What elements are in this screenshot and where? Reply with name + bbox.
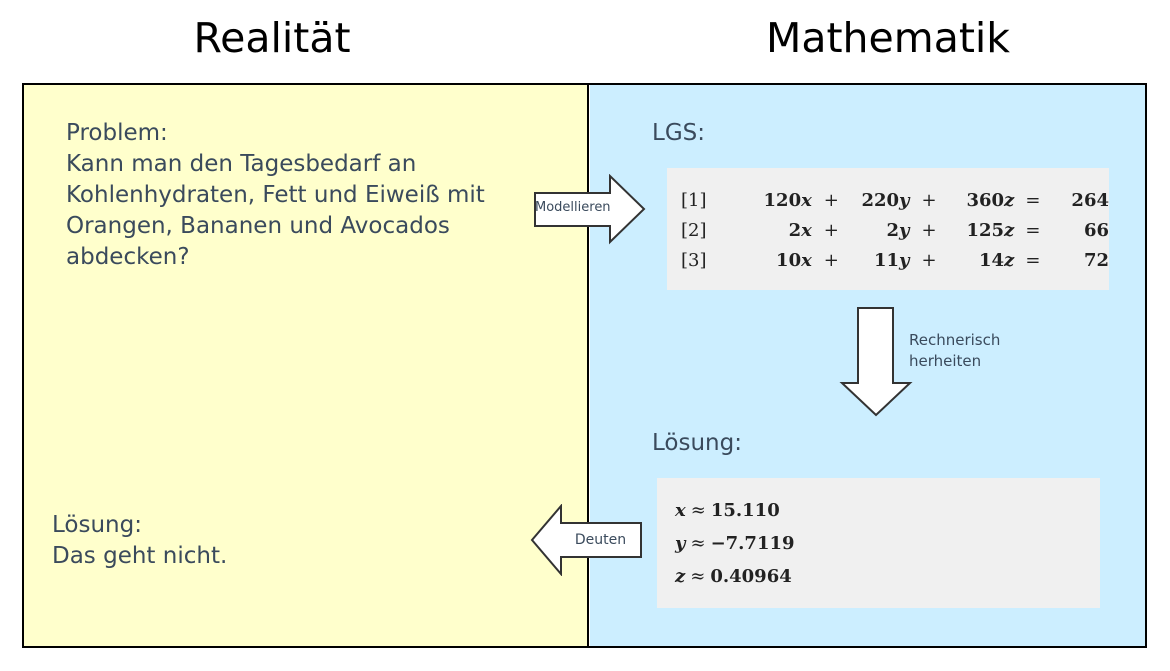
compute-arrow-icon — [839, 307, 913, 417]
reality-panel — [24, 85, 588, 646]
panel-divider — [587, 83, 589, 648]
equation-label: [2] — [681, 219, 707, 241]
problem-text: Problem: Kann man den Tagesbedarf an Koh… — [66, 120, 485, 270]
solution-row: x≈15.110 — [675, 494, 795, 527]
interpret-arrow-label: Deuten — [574, 532, 627, 548]
compute-arrow-label: Rechnerisch herheiten — [909, 331, 1001, 370]
coef-z-cell: 14z — [949, 245, 1015, 275]
coef-y-cell: 11y — [851, 245, 910, 275]
coef-x: 120 — [763, 189, 802, 211]
equation-label-cell: [2] — [681, 215, 737, 245]
solution-row: z≈0.40964 — [675, 560, 795, 593]
plus-sign: + — [921, 219, 937, 241]
coef-z: 360 — [966, 189, 1005, 211]
coef-y: 220 — [861, 189, 900, 211]
coef-z-cell: 125z — [949, 215, 1015, 245]
math-solution-title: Lösung: — [652, 430, 742, 456]
coef-z: 125 — [966, 219, 1005, 241]
plus-sign-cell: + — [910, 215, 949, 245]
equation-label: [1] — [681, 189, 707, 211]
solution-value: 0.40964 — [710, 566, 792, 587]
coef-z-cell: 360z — [949, 185, 1015, 215]
equals-sign: = — [1025, 249, 1041, 271]
plus-sign: + — [823, 249, 839, 271]
variable: y — [899, 219, 910, 241]
equals-sign-cell: = — [1014, 185, 1051, 215]
solution-value: 15.110 — [710, 500, 780, 521]
solution-variable: x — [675, 500, 686, 521]
equals-sign-cell: = — [1014, 245, 1051, 275]
heading-reality: Realität — [193, 14, 351, 62]
equation-label-cell: [3] — [681, 245, 737, 275]
rhs-value-cell: 264 — [1051, 185, 1109, 215]
coef-x-cell: 120x — [737, 185, 812, 215]
interpret-arrow-icon — [530, 504, 642, 576]
approx-sign: ≈ — [690, 500, 706, 521]
variable: y — [899, 189, 910, 211]
equation-row: [2]2x+2y+125z=66 — [681, 215, 1109, 245]
lgs-title: LGS: — [652, 120, 705, 146]
plus-sign-cell: + — [910, 185, 949, 215]
rhs-value-cell: 66 — [1051, 215, 1109, 245]
variable: y — [899, 249, 910, 271]
plus-sign-cell: + — [910, 245, 949, 275]
equation-system: [1]120x+220y+360z=264[2]2x+2y+125z=66[3]… — [681, 185, 1109, 275]
plus-sign: + — [823, 189, 839, 211]
diagram-frame — [22, 83, 1147, 648]
rhs-value: 264 — [1071, 189, 1109, 211]
solution-variable: z — [675, 566, 686, 587]
approx-sign: ≈ — [690, 566, 706, 587]
variable: x — [801, 249, 812, 271]
variable: z — [1004, 219, 1015, 241]
plus-sign: + — [921, 189, 937, 211]
coef-z: 14 — [978, 249, 1005, 271]
coef-x: 2 — [788, 219, 802, 241]
equals-sign: = — [1025, 189, 1041, 211]
plus-sign-cell: + — [812, 215, 851, 245]
coef-x: 10 — [776, 249, 802, 271]
coef-y-cell: 220y — [851, 185, 910, 215]
equation-row: [1] 120x +220y +360z = 264 — [681, 185, 1109, 215]
equation-row: [3] 10x +11y +14z = 72 — [681, 245, 1109, 275]
reality-solution-text: Lösung: Das geht nicht. — [52, 512, 228, 569]
approx-sign: ≈ — [690, 533, 706, 554]
variable: z — [1004, 189, 1015, 211]
equals-sign: = — [1025, 219, 1041, 241]
variable: z — [1004, 249, 1015, 271]
coef-y-cell: 2y — [851, 215, 910, 245]
solution-variable: y — [675, 533, 686, 554]
equation-label: [3] — [681, 249, 707, 271]
plus-sign: + — [823, 219, 839, 241]
equals-sign-cell: = — [1014, 215, 1051, 245]
coef-y: 2 — [886, 219, 900, 241]
coef-y: 11 — [873, 249, 900, 271]
coef-x-cell: 10x — [737, 245, 812, 275]
rhs-value: 72 — [1083, 249, 1109, 271]
equation-label-cell: [1] — [681, 185, 737, 215]
heading-mathematics: Mathematik — [765, 14, 1011, 62]
model-arrow-icon — [534, 174, 646, 245]
solution-row: y≈−7.7119 — [675, 527, 795, 560]
solution-value: −7.7119 — [710, 533, 795, 554]
plus-sign-cell: + — [812, 245, 851, 275]
variable: x — [801, 219, 812, 241]
plus-sign: + — [921, 249, 937, 271]
variable: x — [801, 189, 812, 211]
equation-system-box: [1]120x+220y+360z=264[2]2x+2y+125z=66[3]… — [667, 168, 1109, 290]
model-arrow-label: Modellieren — [535, 200, 611, 215]
rhs-value-cell: 72 — [1051, 245, 1109, 275]
rhs-value: 66 — [1083, 219, 1109, 241]
coef-x-cell: 2x — [737, 215, 812, 245]
plus-sign-cell: + — [812, 185, 851, 215]
